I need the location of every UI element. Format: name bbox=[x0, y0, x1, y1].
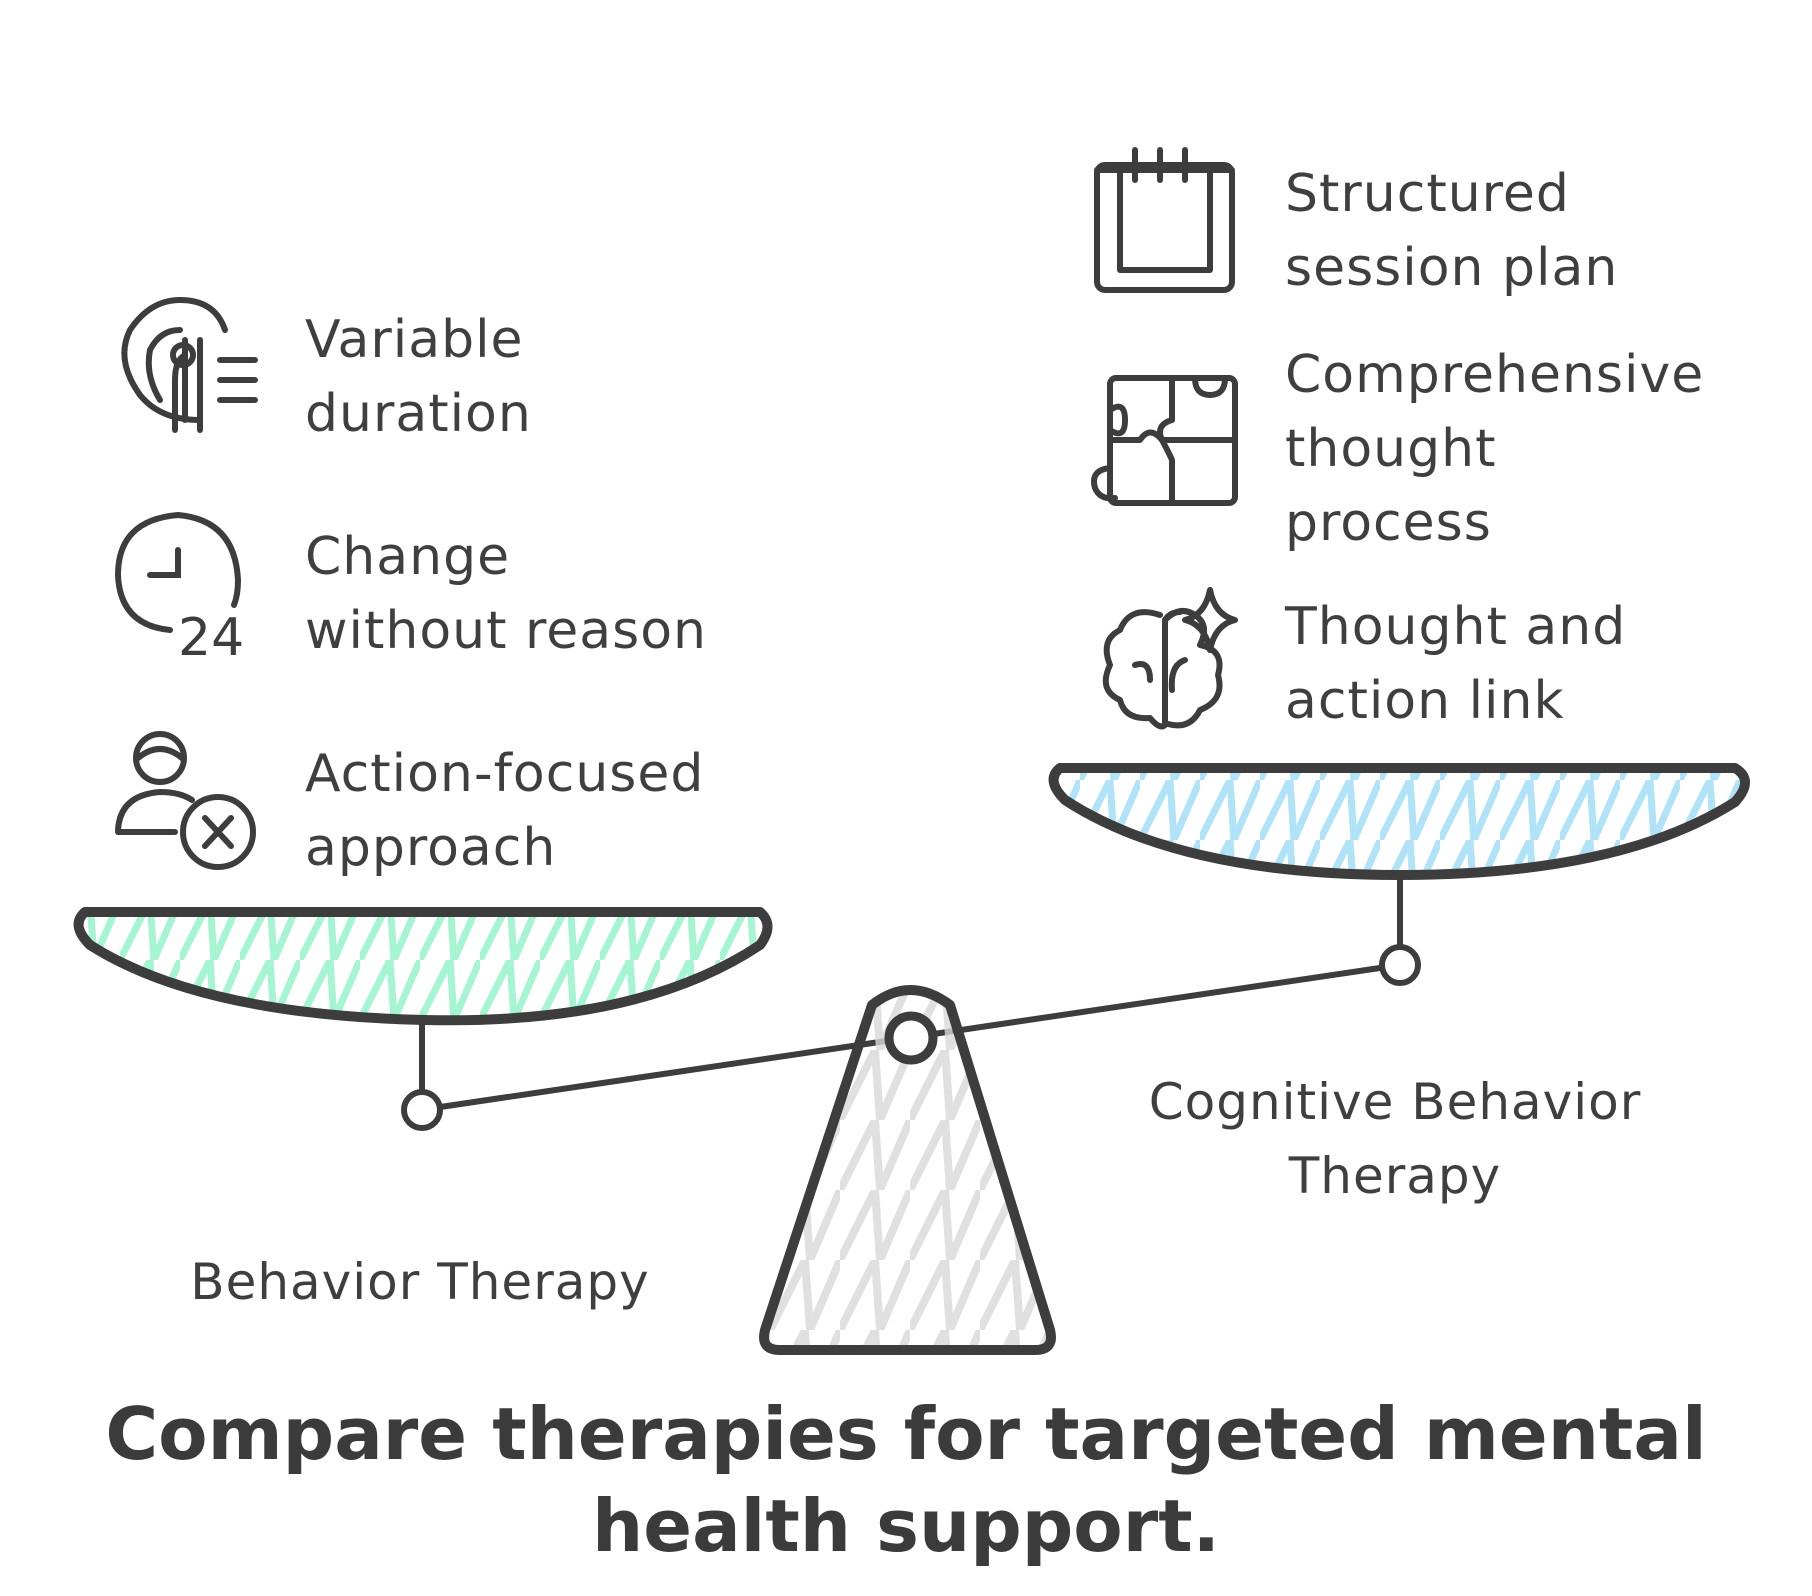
right-item-text: Structured session plan bbox=[1285, 164, 1619, 298]
clock-24-icon: 24 bbox=[114, 511, 244, 668]
fingerprint-icon bbox=[121, 296, 258, 433]
right-item-text: Thought and action link bbox=[1285, 597, 1627, 731]
left-item-action-focused-approach: Action-focused approach bbox=[305, 737, 704, 885]
left-item-text: Change without reason bbox=[305, 527, 707, 661]
brain-sparkle-icon bbox=[1102, 587, 1238, 730]
left-pan bbox=[73, 907, 773, 1026]
right-side-label: Cognitive Behavior Therapy bbox=[1148, 1073, 1642, 1205]
diagram-caption: Compare therapies for targeted mental he… bbox=[105, 1392, 1707, 1568]
left-side-label: Behavior Therapy bbox=[190, 1253, 650, 1311]
left-item-variable-duration: Variable duration bbox=[305, 303, 532, 451]
right-item-text: Comprehensive thought process bbox=[1285, 345, 1705, 553]
right-pivot-joint bbox=[1379, 944, 1421, 986]
puzzle-icon bbox=[1091, 375, 1238, 506]
left-pivot-joint bbox=[401, 1089, 443, 1131]
right-pan bbox=[1048, 763, 1750, 880]
user-cancel-icon bbox=[115, 731, 256, 870]
left-item-text: Variable duration bbox=[305, 310, 532, 444]
fulcrum-pivot bbox=[884, 1011, 938, 1065]
left-item-text: Action-focused approach bbox=[305, 744, 705, 878]
svg-text:24: 24 bbox=[178, 608, 244, 668]
fulcrum-base bbox=[759, 985, 1056, 1355]
right-item-structured-session-plan: Structured session plan bbox=[1285, 157, 1618, 305]
right-item-comprehensive-thought-process: Comprehensive thought process bbox=[1285, 338, 1704, 560]
left-item-change-without-reason: Change without reason bbox=[305, 520, 707, 668]
right-item-thought-and-action-link: Thought and action link bbox=[1285, 590, 1626, 738]
calendar-icon bbox=[1094, 147, 1235, 293]
